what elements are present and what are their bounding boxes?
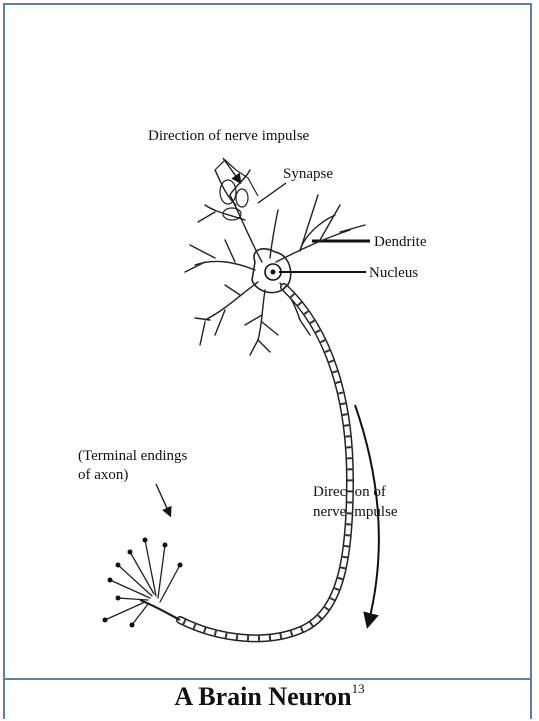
caption-title: A Brain Neuron — [174, 682, 351, 711]
dendrites — [185, 170, 365, 355]
figure-caption: A Brain Neuron13 — [0, 682, 539, 712]
label-direction-axon-line2: nerve impulse — [313, 504, 398, 520]
label-synapse: Synapse — [283, 166, 333, 182]
neuron-diagram: Direction of nerve impulse Synapse Dendr… — [0, 0, 539, 680]
label-terminal-line2: of axon) — [78, 467, 128, 483]
label-dendrite: Dendrite — [374, 234, 427, 250]
terminal-arrow — [156, 484, 170, 515]
label-nucleus: Nucleus — [369, 265, 418, 281]
label-terminal-line1: (Terminal endings — [78, 448, 187, 464]
synapse-pointer — [258, 183, 286, 203]
caption-divider — [3, 678, 532, 680]
caption-reference: 13 — [352, 681, 365, 696]
direction-top-arrow — [223, 158, 240, 182]
label-direction-top: Direction of nerve impulse — [148, 128, 310, 144]
synapse — [215, 160, 258, 220]
terminal-endings — [105, 540, 180, 625]
